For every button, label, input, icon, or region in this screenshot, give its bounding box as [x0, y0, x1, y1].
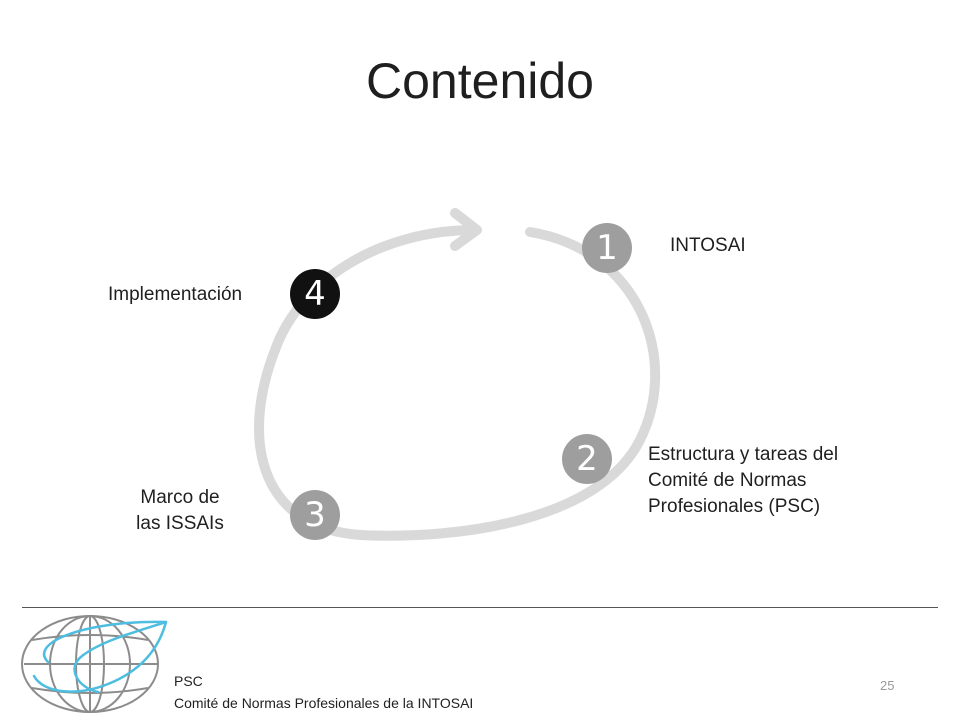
step-badge-1: 1: [582, 223, 632, 273]
footer-divider: [22, 607, 938, 608]
step-badge-2: 2: [562, 434, 612, 484]
step-label-1: INTOSAI: [670, 235, 746, 256]
step-label-4: Implementación: [108, 284, 243, 305]
step-label-2-line-3: Profesionales (PSC): [648, 496, 821, 517]
step-label-3: Marco de las ISSAIs: [110, 485, 250, 537]
step-label-2-line-2: Comité de Normas: [648, 470, 807, 491]
intosai-globe-logo: [21, 615, 168, 713]
step-label-2: Estructura y tareas del Comité de Normas…: [648, 442, 838, 520]
step-label-3-line-1: Marco de: [140, 487, 220, 508]
step-label-2-line-1: Estructura y tareas del: [648, 444, 839, 465]
slide-title: Contenido: [366, 53, 594, 109]
footer-line-1: PSC: [174, 673, 203, 689]
step-label-3-line-2: las ISSAIs: [136, 513, 224, 534]
step-badge-3: 3: [290, 490, 340, 540]
footer-text: PSC Comité de Normas Profesionales de la…: [174, 670, 473, 714]
footer-line-2: Comité de Normas Profesionales de la INT…: [174, 695, 474, 711]
page-number: 25: [880, 678, 895, 693]
step-badge-4: 4: [290, 269, 340, 319]
cycle-arrowhead: [450, 208, 482, 251]
